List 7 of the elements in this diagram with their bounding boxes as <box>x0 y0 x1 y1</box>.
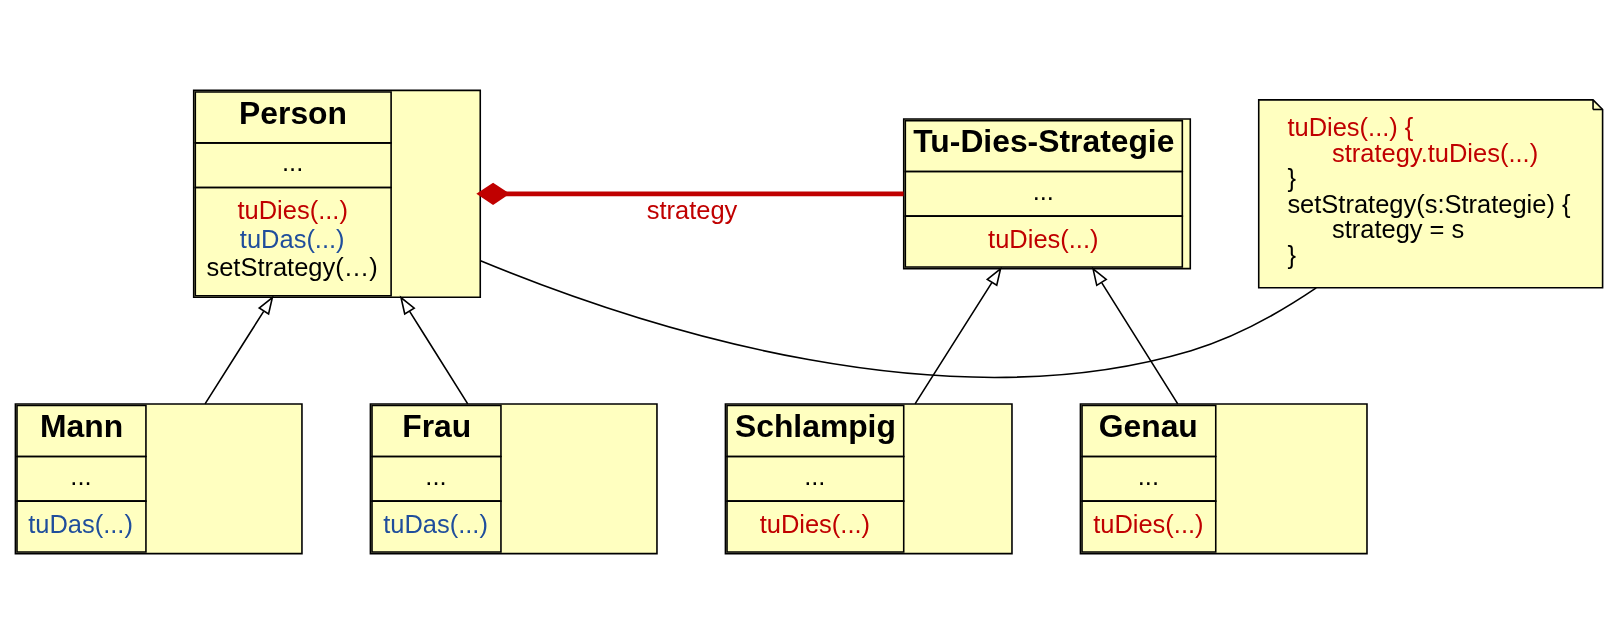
connector <box>479 259 1318 378</box>
connector <box>476 182 904 205</box>
arrow <box>204 295 274 405</box>
arrow <box>1091 266 1179 405</box>
arrow <box>399 295 469 405</box>
arrow <box>914 266 1002 405</box>
edge-label: strategy <box>646 195 738 224</box>
